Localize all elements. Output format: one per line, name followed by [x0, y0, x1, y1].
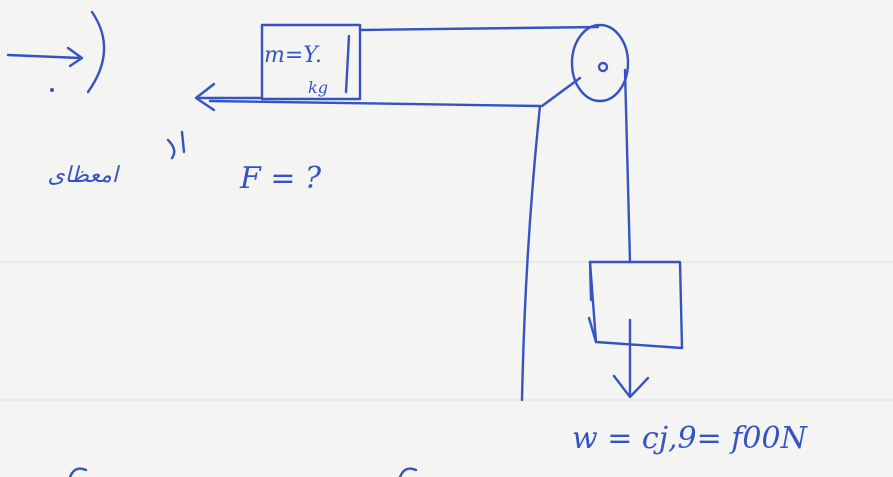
force-question: امعظای F = ? [48, 130, 322, 196]
rope-horizontal [358, 25, 600, 32]
table-top [208, 99, 542, 108]
block-mass [260, 23, 362, 101]
force-arrow [194, 82, 264, 112]
pulley-axle [597, 61, 609, 73]
hanging-mass [587, 260, 684, 350]
cutoff-stroke [398, 467, 418, 477]
weight-arrow [612, 318, 650, 399]
pulley [570, 23, 630, 103]
persian-label: امعظای [48, 163, 121, 188]
block-edge-stroke [344, 34, 351, 94]
section-arrow-mark [6, 10, 106, 94]
cutoff-stroke [68, 467, 88, 477]
table-leg [520, 104, 542, 402]
weight-label: w = cj,9= f00N [572, 421, 809, 456]
force-question-text: F = ? [239, 161, 322, 196]
block-mass-unit: kg [308, 78, 328, 97]
table-corner-stroke [540, 76, 582, 108]
block-mass-label: m=Y. [264, 43, 322, 68]
rope-vertical [623, 68, 632, 264]
